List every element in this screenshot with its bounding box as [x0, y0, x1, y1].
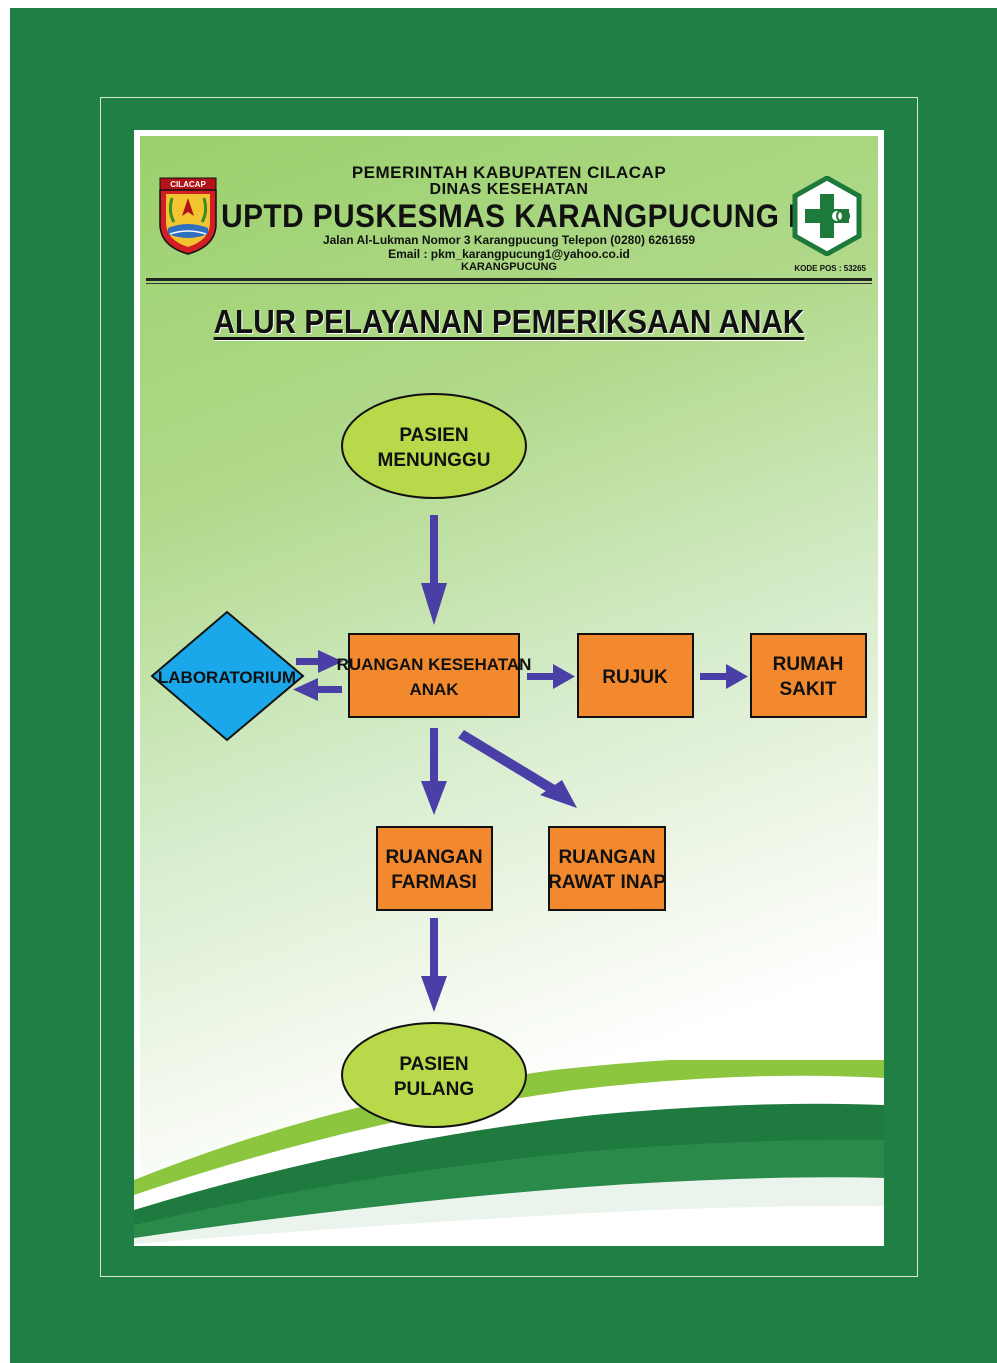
header-divider-thin: [146, 283, 872, 284]
arrow-lab-to-rka: [296, 650, 343, 673]
node-rawat-inap-line1: RUANGAN: [558, 847, 655, 868]
node-rujuk-label: RUJUK: [602, 667, 668, 688]
node-rumah-sakit: RUMAH SAKIT: [750, 633, 867, 718]
node-rumah-sakit-line1: RUMAH: [773, 654, 844, 675]
header-government-line: PEMERINTAH KABUPATEN CILACAP: [351, 163, 667, 182]
node-pasien-pulang-line2: PULANG: [394, 1079, 474, 1100]
node-rka-line2: ANAK: [409, 680, 459, 699]
arrow-menunggu-to-rka: [421, 515, 447, 625]
node-laboratorium: LABORATORIUM: [150, 610, 305, 742]
puskesmas-logo-icon: [792, 176, 862, 256]
node-pasien-menunggu-line1: PASIEN: [399, 425, 468, 446]
header-email: Email : pkm_karangpucung1@yahoo.co.id: [388, 247, 630, 261]
header-divider: [146, 278, 872, 281]
postal-code: KODE POS : 53265: [794, 264, 866, 273]
decorative-wave: [134, 1060, 884, 1246]
arrow-farmasi-to-pulang: [421, 918, 447, 1012]
header-title: UPTD PUSKESMAS KARANGPUCUNG I: [221, 198, 797, 234]
node-ruangan-farmasi: RUANGAN FARMASI: [376, 826, 493, 911]
arrow-rujuk-to-rumah-sakit: [700, 664, 748, 689]
crest-text: CILACAP: [170, 180, 206, 189]
header-department-line: DINAS KESEHATAN: [429, 181, 589, 198]
node-farmasi-line1: RUANGAN: [385, 847, 482, 868]
cilacap-crest-icon: CILACAP: [159, 177, 217, 255]
node-pasien-menunggu: PASIEN MENUNGGU: [341, 393, 527, 499]
node-ruangan-rawat-inap: RUANGAN RAWAT INAP: [548, 826, 666, 911]
node-rka-line1: RUANGAN KESEHATAN: [337, 655, 532, 674]
node-rawat-inap-line2: RAWAT INAP: [548, 872, 666, 893]
node-rujuk: RUJUK: [577, 633, 694, 718]
header-address: Jalan Al-Lukman Nomor 3 Karangpucung Tel…: [322, 233, 696, 247]
node-pasien-menunggu-line2: MENUNGGU: [378, 450, 491, 471]
arrow-rka-to-rujuk: [527, 664, 575, 689]
arrow-rka-to-farmasi: [421, 728, 447, 815]
node-pasien-pulang-line1: PASIEN: [399, 1054, 468, 1075]
arrow-rka-to-rawat-inap: [458, 730, 577, 808]
node-rumah-sakit-line2: SAKIT: [780, 679, 837, 700]
node-laboratorium-label: LABORATORIUM: [158, 668, 296, 687]
node-ruangan-kesehatan-anak: RUANGAN KESEHATAN ANAK: [337, 633, 532, 718]
node-farmasi-line2: FARMASI: [391, 872, 477, 893]
header-city: KARANGPUCUNG: [461, 261, 557, 273]
inner-border-line: [100, 97, 918, 1277]
arrow-rka-to-lab: [293, 678, 342, 701]
page-title: ALUR PELAYANAN PEMERIKSAAN ANAK: [213, 303, 805, 340]
node-pasien-pulang: PASIEN PULANG: [341, 1022, 527, 1128]
